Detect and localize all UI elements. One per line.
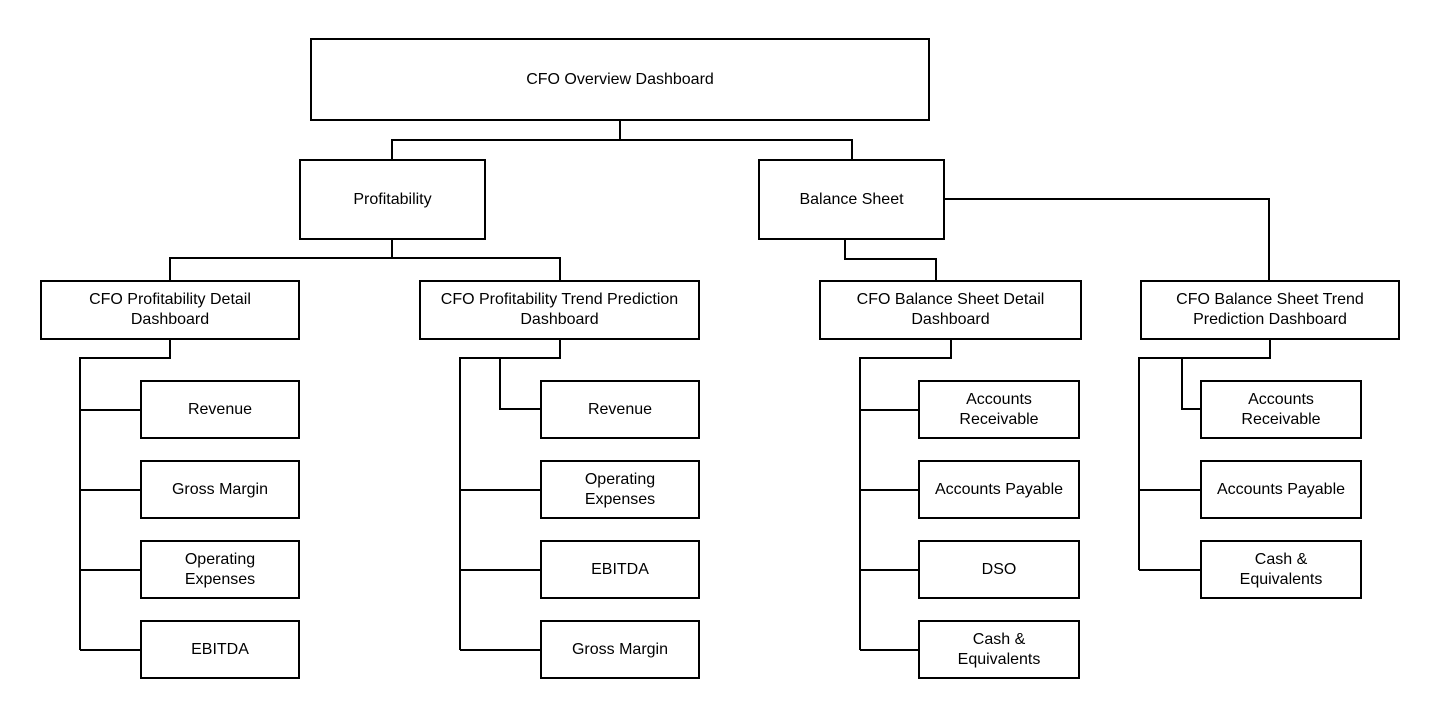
node-cfo-overview-dashboard: CFO Overview Dashboard xyxy=(310,38,930,121)
node-prof-detail-operating-expenses: Operating Expenses xyxy=(140,540,300,599)
node-label: CFO Balance Sheet Trend Prediction Dashb… xyxy=(1176,291,1364,328)
node-label: CFO Overview Dashboard xyxy=(526,70,714,88)
node-bs-trend-accounts-receivable: Accounts Receivable xyxy=(1200,380,1362,439)
node-label: DSO xyxy=(981,560,1017,578)
node-label: CFO Profitability Detail Dashboard xyxy=(89,291,251,328)
node-label: CFO Balance Sheet Detail Dashboard xyxy=(856,291,1045,328)
node-label: Balance Sheet xyxy=(799,190,904,208)
node-prof-trend-operating-expenses: Operating Expenses xyxy=(540,460,700,519)
node-cfo-balance-sheet-trend-prediction-dashboard: CFO Balance Sheet Trend Prediction Dashb… xyxy=(1140,280,1400,340)
node-label: Accounts Payable xyxy=(934,480,1064,498)
node-prof-trend-gross-margin: Gross Margin xyxy=(540,620,700,679)
node-bs-trend-cash-equivalents: Cash & Equivalents xyxy=(1200,540,1362,599)
node-label: Gross Margin xyxy=(171,480,269,498)
node-cfo-balance-sheet-detail-dashboard: CFO Balance Sheet Detail Dashboard xyxy=(819,280,1082,340)
node-label: Revenue xyxy=(587,400,653,418)
node-label: EBITDA xyxy=(191,640,249,658)
node-bs-detail-dso: DSO xyxy=(918,540,1080,599)
node-prof-trend-revenue: Revenue xyxy=(540,380,700,439)
node-prof-detail-gross-margin: Gross Margin xyxy=(140,460,300,519)
node-bs-detail-cash-equivalents: Cash & Equivalents xyxy=(918,620,1080,679)
node-label: Operating Expenses xyxy=(184,550,256,588)
node-label: CFO Profitability Trend Prediction Dashb… xyxy=(440,291,679,328)
node-label: EBITDA xyxy=(591,560,649,578)
node-profitability: Profitability xyxy=(299,159,486,240)
node-prof-detail-revenue: Revenue xyxy=(140,380,300,439)
node-balance-sheet: Balance Sheet xyxy=(758,159,945,240)
node-label: Operating Expenses xyxy=(584,470,656,508)
node-label: Cash & Equivalents xyxy=(957,630,1041,668)
node-label: Accounts Receivable xyxy=(959,390,1039,428)
node-prof-trend-ebitda: EBITDA xyxy=(540,540,700,599)
node-label: Profitability xyxy=(353,190,432,208)
node-bs-detail-accounts-receivable: Accounts Receivable xyxy=(918,380,1080,439)
node-label: Cash & Equivalents xyxy=(1239,550,1323,588)
node-bs-detail-accounts-payable: Accounts Payable xyxy=(918,460,1080,519)
node-label: Gross Margin xyxy=(571,640,669,658)
node-label: Accounts Receivable xyxy=(1241,390,1321,428)
node-bs-trend-accounts-payable: Accounts Payable xyxy=(1200,460,1362,519)
node-label: Revenue xyxy=(187,400,253,418)
node-cfo-profitability-trend-prediction-dashboard: CFO Profitability Trend Prediction Dashb… xyxy=(419,280,700,340)
node-prof-detail-ebitda: EBITDA xyxy=(140,620,300,679)
node-cfo-profitability-detail-dashboard: CFO Profitability Detail Dashboard xyxy=(40,280,300,340)
node-label: Accounts Payable xyxy=(1216,480,1346,498)
